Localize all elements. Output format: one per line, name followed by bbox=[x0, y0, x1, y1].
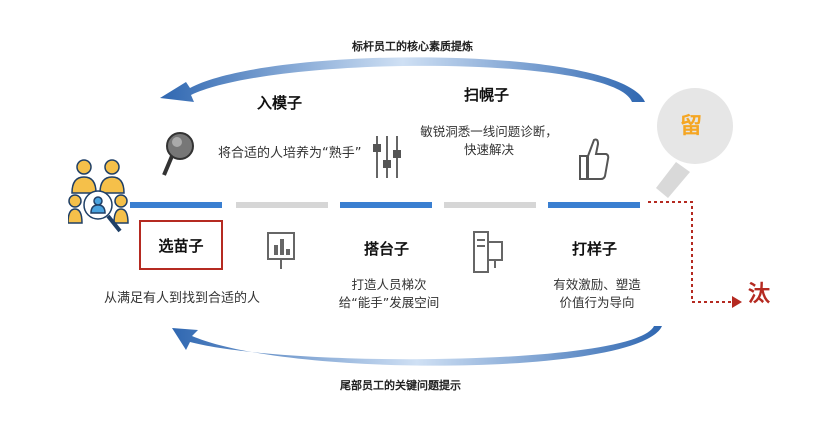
stage-desc-xuanmiaozi: 从满足有人到找到合适的人 bbox=[104, 291, 261, 306]
highlighted-stage-box: 选苗子 bbox=[139, 220, 223, 270]
eliminate-label: 汰 bbox=[748, 282, 771, 307]
top-caption: 标杆员工的核心素质提炼 bbox=[352, 40, 473, 53]
timeline-segment-1 bbox=[130, 202, 222, 208]
chart-board-icon bbox=[267, 232, 295, 269]
bottom-caption: 尾部员工的关键问题提示 bbox=[340, 379, 461, 392]
sliders-icon bbox=[373, 136, 401, 178]
stage-title-xuanmiaozi: 选苗子 bbox=[158, 236, 204, 255]
bottom-cycle-arrow bbox=[172, 326, 662, 366]
stage-desc-dayangzi-line2: 价值行为导向 bbox=[559, 295, 635, 310]
stage-title-saohuangzi: 扫幌子 bbox=[464, 86, 510, 104]
devices-icon bbox=[473, 231, 503, 273]
thumbs-up-icon bbox=[579, 138, 610, 180]
timeline-segment-4 bbox=[444, 202, 536, 208]
timeline-segment-3 bbox=[340, 202, 432, 208]
stage-desc-rumozi: 将合适的人培养为“熟手” bbox=[218, 146, 362, 161]
stage-title-rumozi: 入模子 bbox=[257, 94, 303, 112]
magnifier-icon bbox=[162, 132, 194, 176]
stage-desc-dayangzi-line1: 有效激励、塑造 bbox=[553, 277, 641, 292]
timeline-segment-2 bbox=[236, 202, 328, 208]
stage-desc-saohuangzi: 敏锐洞悉一线问题诊断， 快速解决 bbox=[419, 123, 559, 159]
top-cycle-arrow bbox=[160, 57, 645, 102]
stage-title-dayangzi: 打样子 bbox=[572, 240, 618, 258]
people-search-icon bbox=[68, 159, 129, 233]
timeline-segment-5 bbox=[548, 202, 640, 208]
stage-desc-dayangzi: 有效激励、塑造 价值行为导向 bbox=[537, 276, 657, 312]
stage-desc-dataizi-line2: 给“能手”发展空间 bbox=[338, 295, 440, 310]
stage-desc-dataizi: 打造人员梯次 给“能手”发展空间 bbox=[324, 276, 454, 312]
eliminate-arrow bbox=[648, 201, 742, 308]
retain-label: 留 bbox=[680, 114, 703, 139]
stage-desc-saohuangzi-line2: 快速解决 bbox=[463, 142, 514, 157]
stage-desc-dataizi-line1: 打造人员梯次 bbox=[351, 277, 427, 292]
retain-lens bbox=[656, 88, 733, 198]
stage-desc-saohuangzi-line1: 敏锐洞悉一线问题诊断， bbox=[420, 124, 558, 139]
stage-title-dataizi: 搭台子 bbox=[364, 240, 410, 258]
